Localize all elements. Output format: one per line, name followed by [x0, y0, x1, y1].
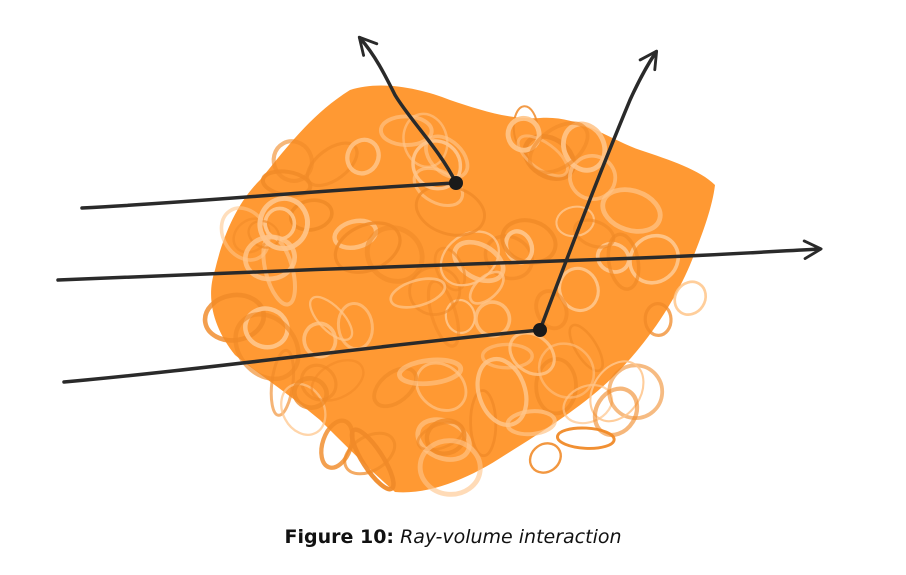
volume-scribble-loop: [408, 265, 462, 316]
volume-scribble-loop: [349, 427, 396, 492]
volume-scribble-loop: [534, 289, 569, 331]
volume-scribble-loop: [247, 219, 281, 249]
scatter-point-bottom: [533, 323, 547, 337]
volume-scribble-loop: [345, 137, 381, 176]
volume-scribble-loop: [288, 198, 334, 232]
volume-scribble-loop: [592, 386, 640, 438]
volume-scribble-loop: [243, 234, 297, 282]
volume-scribble-loop: [475, 356, 529, 428]
volume: [202, 85, 715, 497]
volume-scribble-loop: [310, 359, 365, 402]
volume-scribble-loop: [555, 426, 616, 450]
volume-scribble-loop: [299, 363, 338, 402]
figure-label: Figure 10:: [284, 526, 395, 548]
volume-scribble-loop: [426, 279, 461, 348]
volume-scribble-loop: [528, 442, 562, 474]
volume-scribble-loop: [332, 218, 379, 251]
volume-scribble-loop: [673, 280, 708, 316]
volume-scribble-loop: [561, 121, 608, 173]
scatter-point-top: [449, 176, 463, 190]
volume-scribble-loop: [364, 225, 425, 284]
volume-scribble-loop: [508, 331, 556, 376]
volume-scribble-loop: [595, 241, 631, 274]
volume-scribble-loop: [309, 295, 354, 341]
volume-scribble-loop: [397, 357, 464, 387]
ray-bottom-scattered: [538, 49, 659, 332]
volume-body: [211, 85, 715, 493]
ray-top-scattered: [357, 35, 458, 185]
volume-scribble-loop: [534, 357, 578, 416]
volume-scribble-loop: [468, 270, 505, 305]
volume-scribble-loop: [378, 114, 434, 147]
volume-scribble-loop: [271, 139, 314, 183]
volume-scribble-loop: [505, 115, 542, 153]
volume-scribble-loop: [516, 134, 569, 178]
volume-scribble-loop: [480, 342, 534, 370]
volume-scribble-loop: [643, 302, 673, 337]
ray-bottom: [62, 328, 542, 384]
volume-scribble-loop: [292, 376, 329, 410]
volume-scribble-loop: [417, 438, 483, 497]
volume-scribble-loop: [573, 218, 616, 249]
ray-top: [80, 181, 458, 210]
volume-scribble-loop: [628, 233, 680, 285]
volume-scribble-loop: [372, 366, 418, 409]
volume-scribble-loop: [600, 187, 663, 234]
figure-caption: Figure 10: Ray-volume interaction: [0, 526, 906, 548]
volume-scribble-loop: [305, 141, 359, 188]
volume-scribble-loop: [302, 321, 338, 359]
volume-scribble-loop: [343, 431, 397, 476]
volume-scribble-loop: [243, 306, 290, 350]
figure-caption-text: Ray-volume interaction: [400, 526, 622, 548]
volume-scribble-loop: [233, 312, 301, 382]
volume-scribble-loop: [528, 121, 590, 175]
volume-scribble-loop: [424, 418, 467, 456]
ray-through: [56, 239, 823, 282]
volume-scribble-loop: [537, 342, 596, 399]
volume-scribble-loop: [568, 323, 604, 373]
volume-scribble-loop: [389, 277, 447, 309]
volume-scribble-loop: [402, 112, 449, 169]
volume-scribble-loop: [257, 196, 310, 251]
ray-volume-diagram: [56, 35, 823, 497]
volume-scribbles: [202, 105, 708, 497]
volume-scribble-loop: [415, 361, 468, 412]
